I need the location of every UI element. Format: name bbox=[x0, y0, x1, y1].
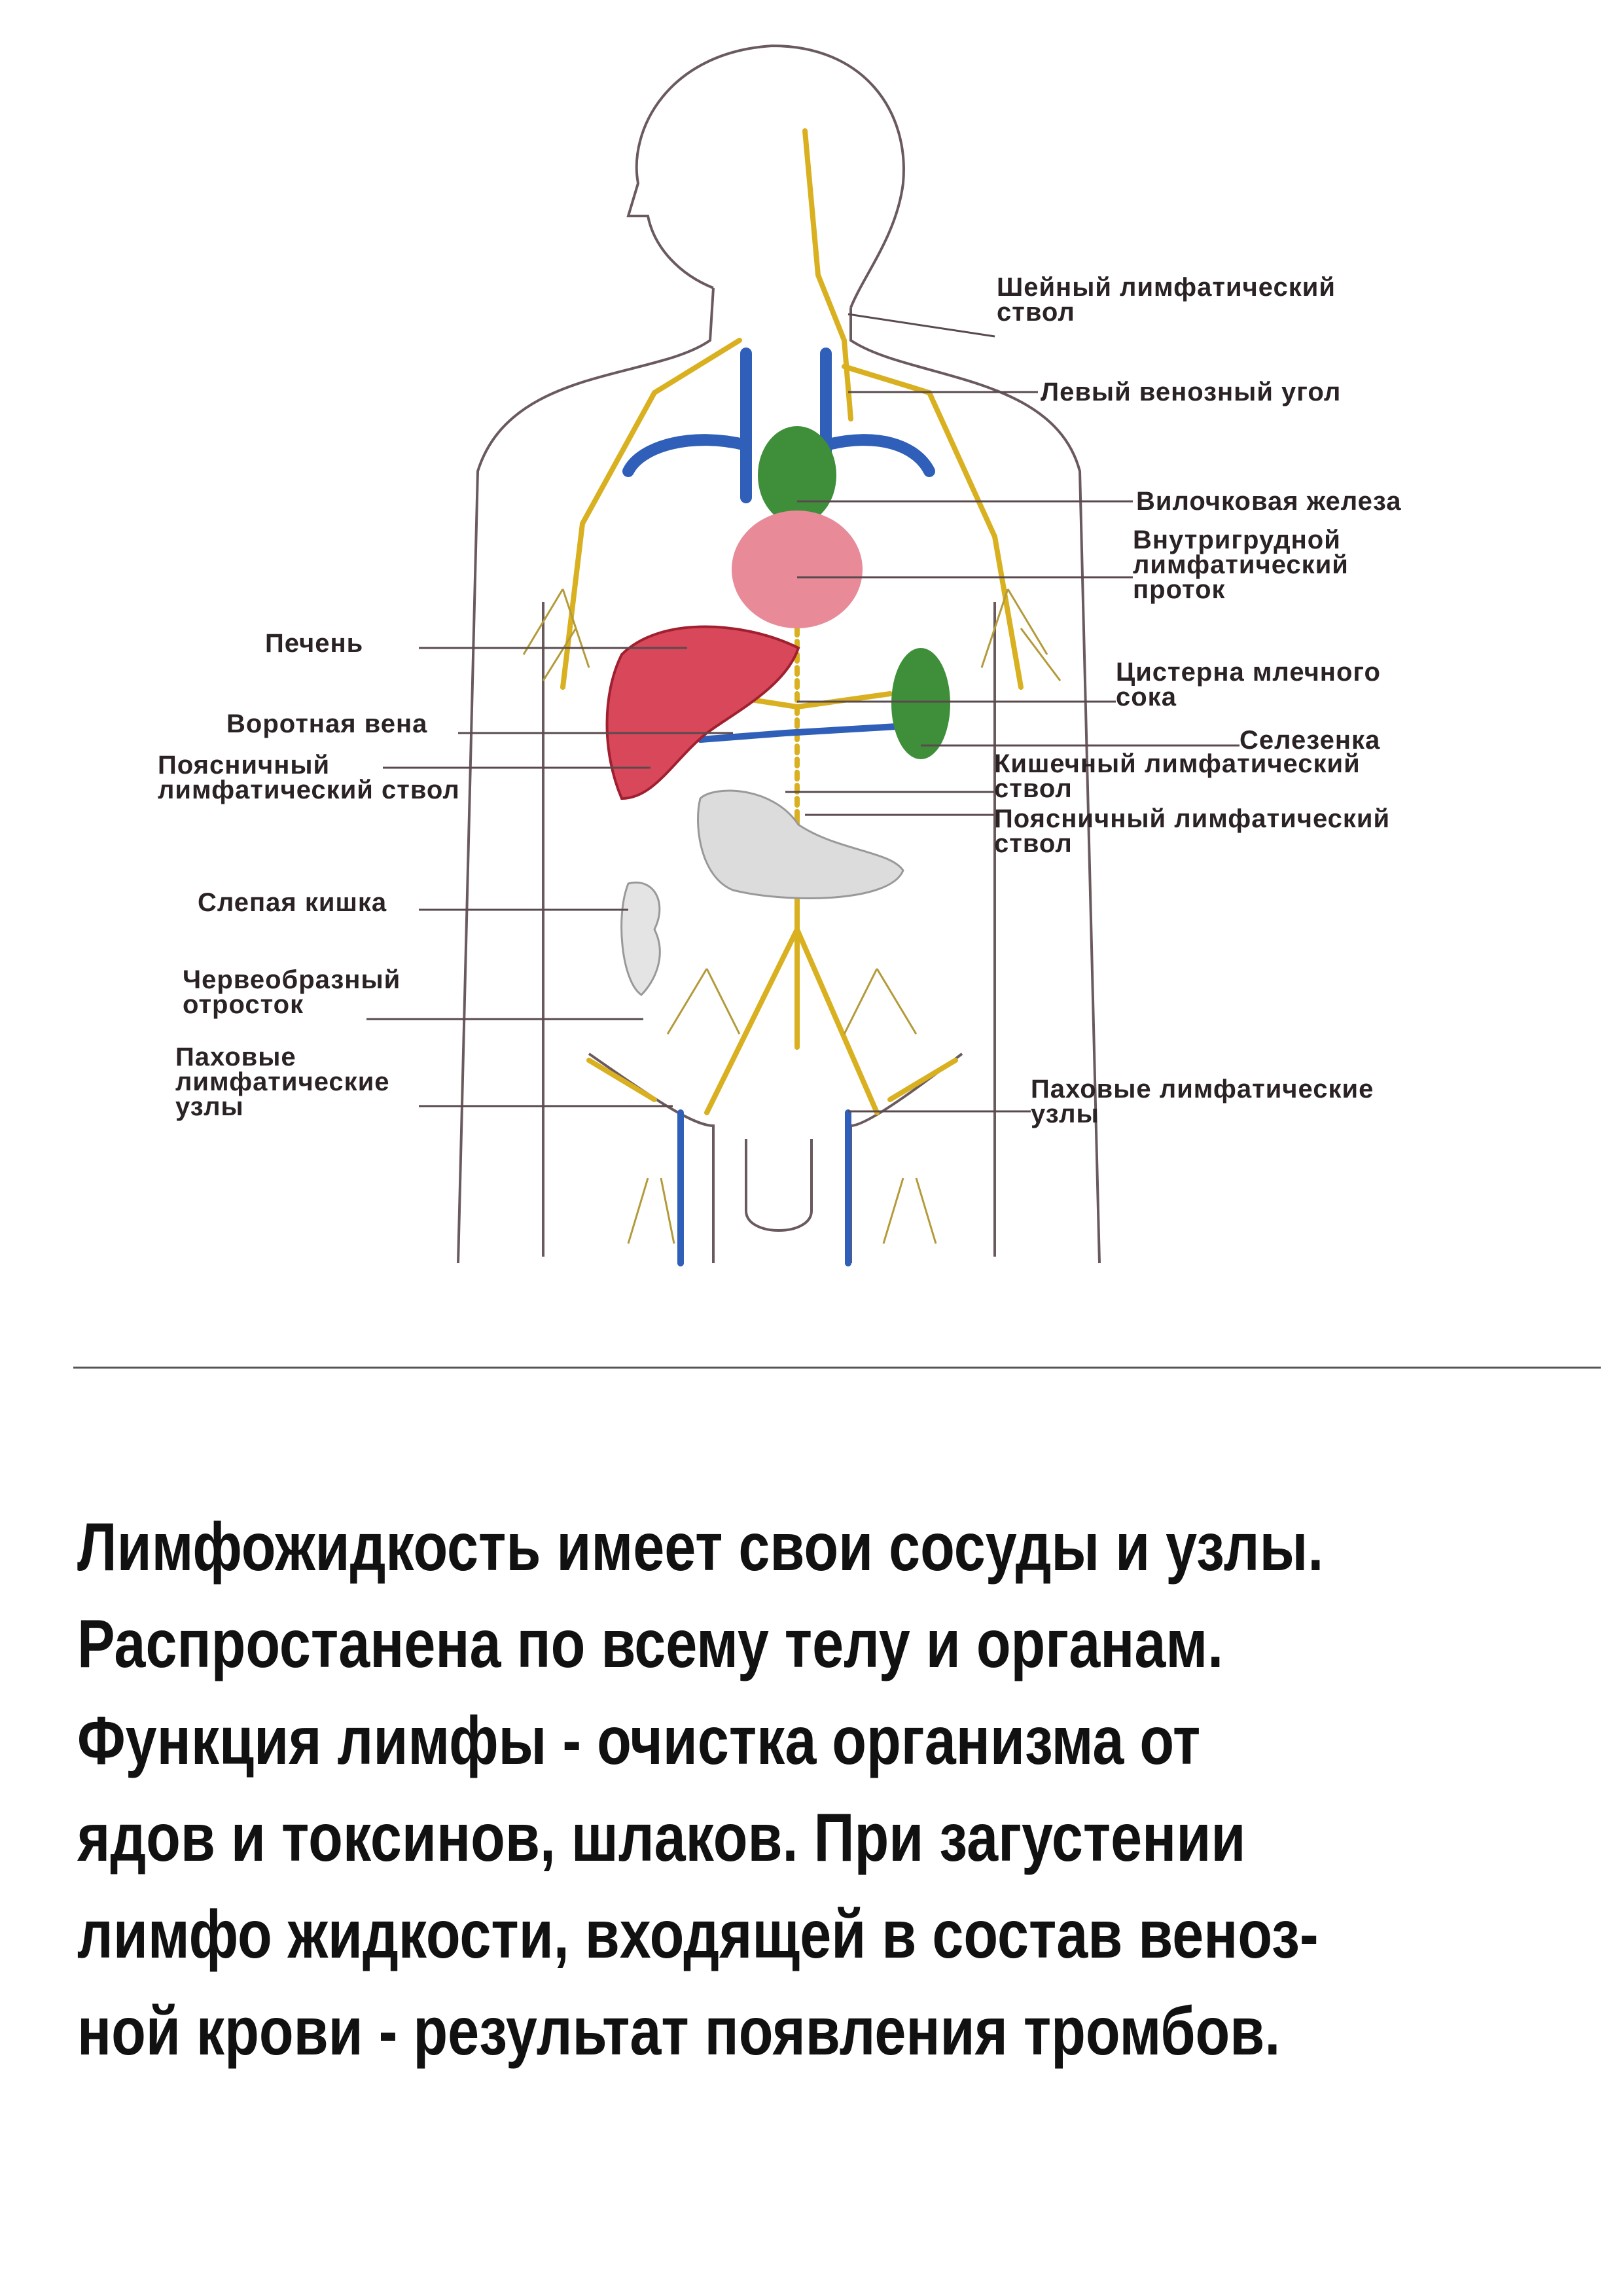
liver bbox=[605, 625, 800, 800]
heart bbox=[732, 511, 863, 628]
label-thymus: Вилочковая железа bbox=[1136, 487, 1402, 516]
thymus bbox=[758, 426, 836, 524]
label-inguinal-nodes-right: Паховые лимфатические узлы bbox=[1031, 1075, 1374, 1128]
leader-lines bbox=[366, 313, 1240, 1113]
lymphatic-system-diagram bbox=[366, 44, 1240, 1266]
label-appendix: Червеобразный отросток bbox=[183, 965, 401, 1019]
label-line: лимфатический bbox=[1133, 550, 1349, 579]
paragraph-line: лимфо жидкости, входящей в состав веноз- bbox=[77, 1897, 1319, 1973]
organs bbox=[605, 426, 950, 996]
label-line: Шейный лимфатический bbox=[997, 273, 1336, 302]
label-line: Поясничный лимфатический bbox=[994, 804, 1391, 833]
label-line: ствол bbox=[997, 298, 1075, 327]
cecum bbox=[620, 882, 661, 996]
label-cecum: Слепая кишка bbox=[198, 888, 387, 917]
label-portal-vein: Воротная вена bbox=[226, 709, 428, 738]
paragraph-line: Распростанена по всему телу и органам. bbox=[77, 1606, 1224, 1682]
label-line: сока bbox=[1116, 683, 1177, 711]
label-line: узлы bbox=[175, 1092, 244, 1121]
label-line: проток bbox=[1133, 575, 1226, 604]
lymph-vessels bbox=[560, 128, 1024, 1115]
label-line: Паховые лимфатические bbox=[1031, 1075, 1374, 1103]
label-left-venous-angle: Левый венозный угол bbox=[1041, 378, 1342, 406]
paragraph-line: Лимфожидкость имеет свои сосуды и узлы. bbox=[77, 1509, 1324, 1585]
label-line: лимфатический ствол bbox=[158, 776, 460, 804]
label-line: Паховые bbox=[175, 1043, 296, 1071]
description-paragraph: Лимфожидкость имеет свои сосуды и узлы. … bbox=[77, 1499, 1578, 2080]
label-cervical-trunk: Шейный лимфатический ствол bbox=[997, 273, 1336, 327]
spleen bbox=[891, 648, 950, 759]
label-line: отросток bbox=[183, 990, 304, 1019]
label-inguinal-nodes-left: Паховые лимфатические узлы bbox=[175, 1043, 390, 1121]
label-lumbar-trunk-right: Поясничный лимфатический ствол bbox=[994, 804, 1391, 858]
label-line: узлы bbox=[1031, 1100, 1099, 1128]
body-outline bbox=[457, 44, 1101, 1264]
divider bbox=[73, 1367, 1601, 1369]
label-line: Цистерна млечного bbox=[1116, 658, 1381, 687]
label-intestinal-trunk: Кишечный лимфатический ствол bbox=[994, 749, 1361, 803]
paragraph-line: Функция лимфы - очистка организма от bbox=[77, 1703, 1201, 1779]
label-line: Внутригрудной bbox=[1133, 526, 1341, 554]
label-line: Кишечный лимфатический bbox=[994, 749, 1361, 778]
label-liver: Печень bbox=[265, 629, 364, 658]
paragraph-line: ной крови - результат появления тромбов. bbox=[77, 1994, 1281, 2070]
lymph-branches bbox=[522, 588, 1061, 1244]
paragraph-line: ядов и токсинов, шлаков. При загустении bbox=[77, 1800, 1246, 1876]
label-cisterna-chyli: Цистерна млечного сока bbox=[1116, 658, 1381, 711]
label-line: Червеобразный bbox=[183, 965, 401, 994]
label-line: ствол bbox=[994, 774, 1073, 803]
stomach bbox=[697, 789, 904, 899]
label-line: Поясничный bbox=[158, 751, 330, 780]
label-thoracic-duct: Внутригрудной лимфатический проток bbox=[1133, 526, 1349, 604]
label-spleen: Селезенка bbox=[1240, 726, 1381, 755]
label-lumbar-trunk-left: Поясничный лимфатический ствол bbox=[158, 751, 460, 804]
label-line: ствол bbox=[994, 829, 1073, 858]
label-line: лимфатические bbox=[175, 1067, 390, 1096]
